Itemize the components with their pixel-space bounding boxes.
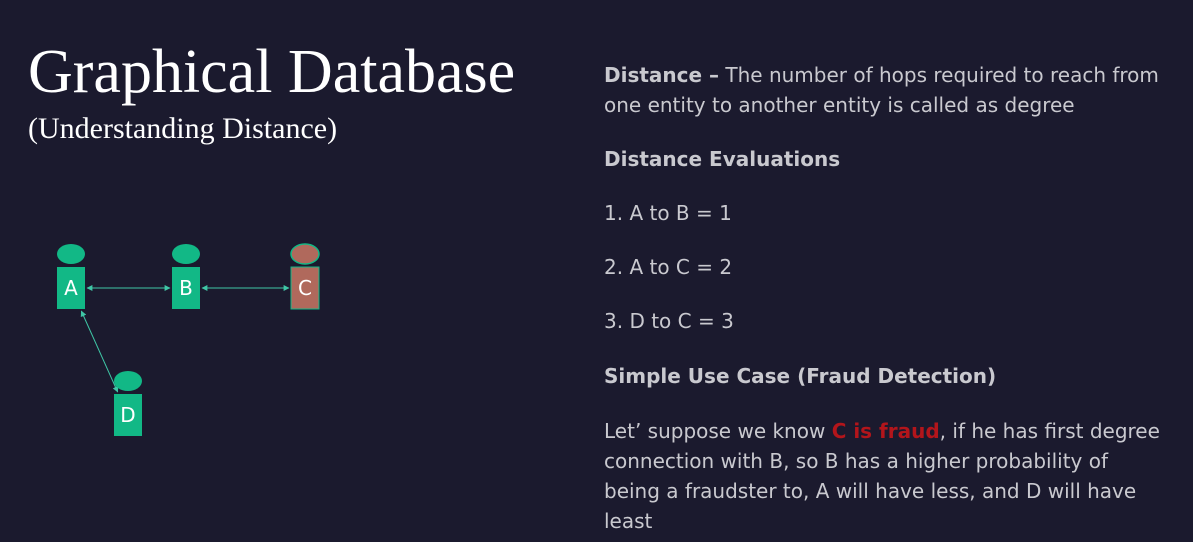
- node-body: [57, 267, 85, 309]
- distance-text: The number of hops required to reach fro…: [604, 63, 1159, 117]
- node-head: [172, 244, 200, 264]
- node-body: [290, 266, 320, 310]
- evaluation-item: 2. A to C = 2: [604, 255, 733, 279]
- content-panel: Distance – The number of hops required t…: [604, 60, 1164, 536]
- evaluation-item: 1. A to B = 1: [604, 201, 732, 225]
- node-b: B: [172, 244, 200, 309]
- graph-nodes: A B C D: [57, 243, 320, 436]
- node-label: C: [298, 276, 312, 300]
- evaluations-heading: Distance Evaluations: [604, 147, 841, 171]
- node-body: [114, 394, 142, 436]
- edge-a-d: [80, 310, 119, 393]
- node-head: [57, 244, 85, 264]
- node-a: A: [57, 244, 85, 309]
- node-label: B: [179, 276, 193, 300]
- fraud-highlight: C is fraud: [831, 419, 940, 443]
- evaluation-item: 3. D to C = 3: [604, 309, 734, 333]
- node-head: [114, 371, 142, 391]
- usecase-heading: Simple Use Case (Fraud Detection): [604, 364, 997, 388]
- usecase-text-end: , if he has first degree connection with…: [604, 419, 1160, 533]
- slide-title: Graphical Database: [28, 38, 516, 106]
- graph-diagram: A B C D: [57, 243, 320, 436]
- usecase-text: Let’ suppose we know C is fraud, if he h…: [604, 416, 1164, 536]
- node-label: D: [120, 403, 135, 427]
- node-label: A: [64, 276, 78, 300]
- distance-term: Distance –: [604, 63, 720, 87]
- graph-edges: [80, 285, 290, 393]
- distance-definition: Distance – The number of hops required t…: [604, 60, 1164, 120]
- slide-subtitle: (Understanding Distance): [28, 112, 338, 145]
- node-head: [290, 243, 320, 265]
- node-body: [172, 267, 200, 309]
- node-c: C: [290, 243, 320, 310]
- node-d: D: [114, 371, 142, 436]
- usecase-text-start: Let’ suppose we know: [604, 419, 832, 443]
